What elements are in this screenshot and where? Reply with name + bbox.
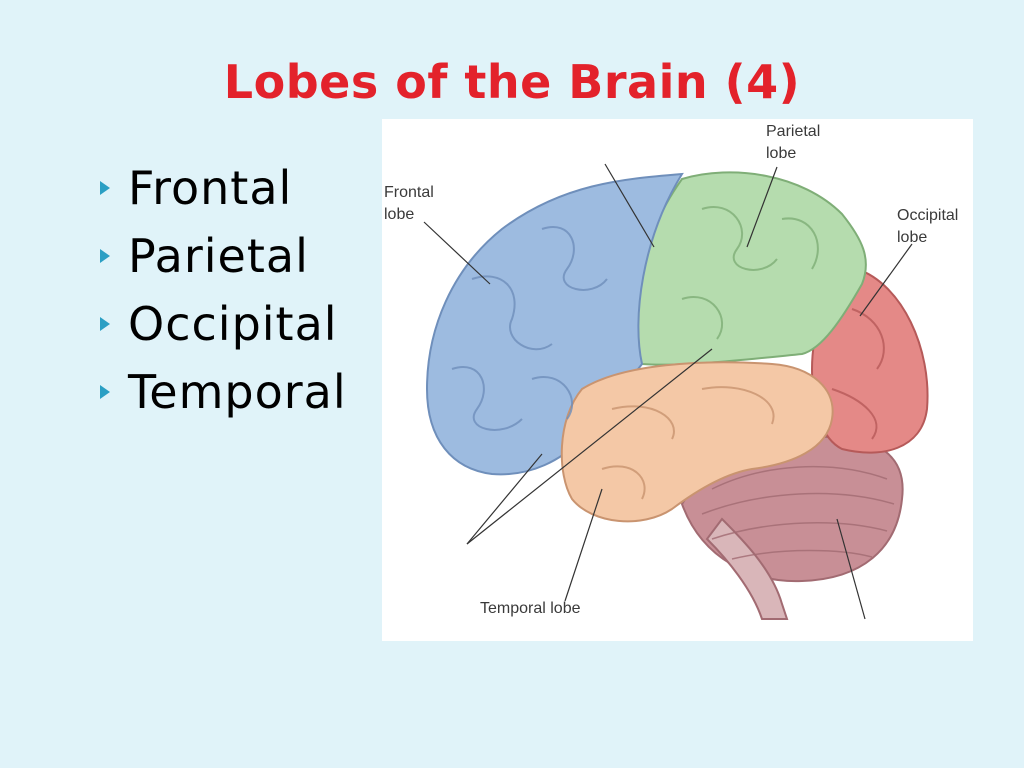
list-item-label: Temporal [128,365,347,419]
triangle-bullet-icon [100,317,110,331]
slide-title: Lobes of the Brain (4) [223,55,801,109]
list-item: Occipital [100,290,347,358]
temporal-lobe-label: Temporal lobe [480,600,581,617]
parietal-lobe-label: Parietal lobe [766,123,825,162]
list-item-label: Occipital [128,297,338,351]
list-item: Parietal [100,222,347,290]
brain-diagram: Frontal lobe Parietal lobe Occipital lob… [382,119,973,641]
occipital-lobe-label: Occipital lobe [897,207,963,246]
triangle-bullet-icon [100,181,110,195]
temporal-region [560,361,834,523]
brainstem-region [705,517,789,620]
list-item: Temporal [100,358,347,426]
frontal-region [425,172,684,476]
triangle-bullet-icon [100,249,110,263]
triangle-bullet-icon [100,385,110,399]
list-item-label: Frontal [128,161,293,215]
list-item: Frontal [100,154,347,222]
lobe-list: Frontal Parietal Occipital Temporal [100,154,347,426]
frontal-lobe-label: Frontal lobe [384,184,438,223]
brain-illustration: Frontal lobe Parietal lobe Occipital lob… [384,123,963,620]
list-item-label: Parietal [128,229,309,283]
